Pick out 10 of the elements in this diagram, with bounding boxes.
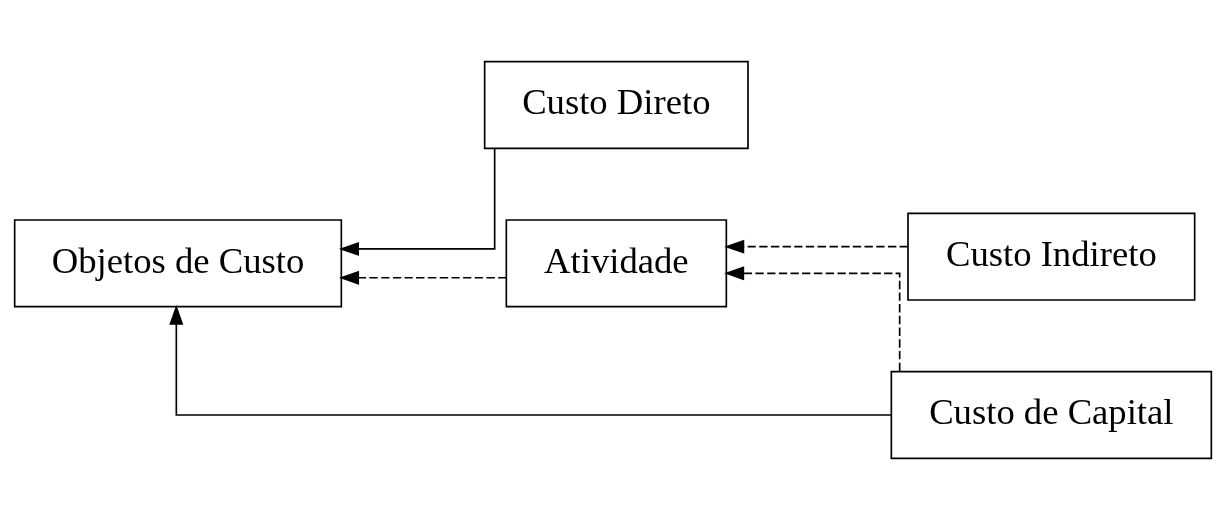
node-box: Objetos de Custo (13, 218, 343, 307)
node-box: Custo Indireto (907, 212, 1196, 301)
node-box: Atividade (505, 218, 728, 307)
arrow (339, 270, 508, 285)
node-box: Custo de Capital (890, 370, 1213, 459)
arrow (169, 304, 892, 416)
arrow (724, 265, 901, 372)
arrow (724, 239, 909, 254)
node-box: Custo Direto (483, 60, 749, 149)
arrow (338, 147, 496, 256)
